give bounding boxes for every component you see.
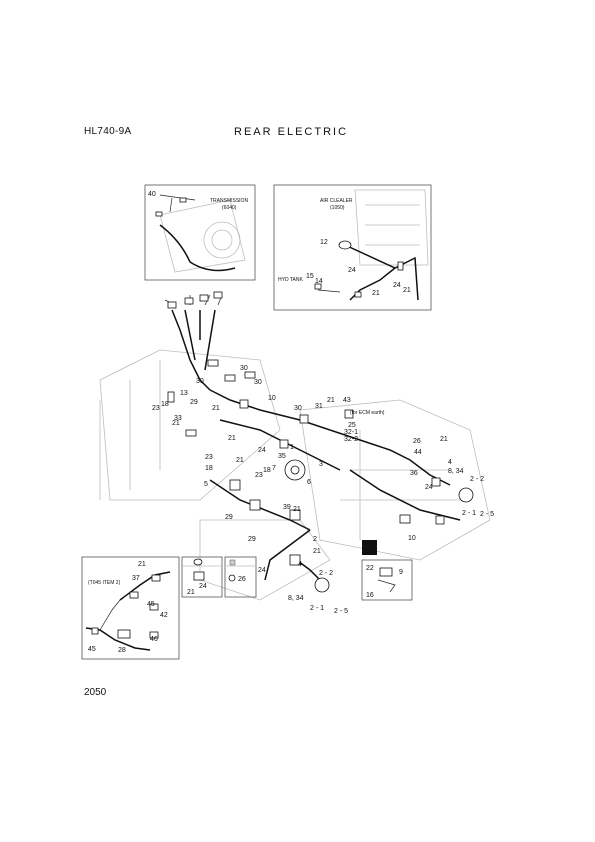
inset-harness-detail: 21 (T045 ITEM 2) 37 45 42 46 45 28 xyxy=(81,556,180,660)
label-30-a: 30 xyxy=(196,378,204,385)
label-transmission: TRANSMISSION xyxy=(210,198,248,204)
label-hyd-tank: HYD TANK xyxy=(278,277,303,283)
label-7: 7 xyxy=(272,465,276,472)
label-18-a: 18 xyxy=(161,401,169,408)
label-40: 40 xyxy=(148,191,156,198)
label-30-b: 30 xyxy=(240,365,248,372)
label-4-b: 4 xyxy=(448,459,452,466)
label-37: 37 xyxy=(132,575,140,582)
label-24-b: 24 xyxy=(393,282,401,289)
label-1: 1 xyxy=(290,444,294,451)
label-2-2-b: 2 - 2 xyxy=(470,476,484,483)
label-29-b: 29 xyxy=(225,514,233,521)
label-42: 42 xyxy=(160,612,168,619)
label-23-c: 23 xyxy=(255,472,263,479)
label-26-a: 26 xyxy=(413,438,421,445)
label-24-a: 24 xyxy=(348,267,356,274)
label-29-a: 29 xyxy=(190,399,198,406)
label-2-1-a: 2 - 1 xyxy=(310,605,324,612)
label-21-j: 21 xyxy=(440,436,448,443)
right-labels: 26 21 44 4 8, 34 36 24 2 - 2 2 - 1 2 - 5… xyxy=(408,436,494,542)
label-23-b: 23 xyxy=(205,454,213,461)
main-labels: 30 30 30 13 23 18 29 21 33 10 30 31 21 4… xyxy=(152,365,385,615)
label-10-b: 10 xyxy=(408,535,416,542)
label-35: 35 xyxy=(278,453,286,460)
label-10-a: 10 xyxy=(268,395,276,402)
label-t045-ref: (T045 ITEM 2) xyxy=(88,580,121,586)
label-18-c: 18 xyxy=(263,467,271,474)
label-33: 33 xyxy=(174,415,182,422)
label-18-b: 18 xyxy=(205,465,213,472)
section-marker xyxy=(362,540,377,555)
label-21-a: 21 xyxy=(372,290,380,297)
label-32-1: 32-1 xyxy=(344,429,358,436)
label-22: 22 xyxy=(366,565,374,572)
label-24-f: 24 xyxy=(199,583,207,590)
label-30-c: 30 xyxy=(254,379,262,386)
label-30-d: 30 xyxy=(294,405,302,412)
label-2-1-b: 2 - 1 xyxy=(462,510,476,517)
page-number: 2050 xyxy=(84,687,107,698)
label-21-i: 21 xyxy=(313,548,321,555)
label-21-e: 21 xyxy=(228,435,236,442)
inset-air-cleaner: AIR CLEALER (1050) 12 15 14 HYD TANK 24 … xyxy=(273,184,432,311)
label-24-d: 24 xyxy=(258,567,266,574)
label-3: 3 xyxy=(319,461,323,468)
label-8-34-a: 8, 34 xyxy=(288,595,304,602)
model-number: HL740-9A xyxy=(84,126,132,137)
label-39: 39 xyxy=(283,504,291,511)
label-14: 14 xyxy=(315,278,323,285)
label-45-b: 45 xyxy=(88,646,96,653)
label-44: 44 xyxy=(414,449,422,456)
label-air-cleaner-ref: (1050) xyxy=(330,205,345,211)
label-2-5-b: 2 - 5 xyxy=(480,511,494,518)
label-16: 16 xyxy=(366,592,374,599)
label-5: 5 xyxy=(204,481,208,488)
label-4-a: 4 xyxy=(298,561,302,568)
label-24-e: 24 xyxy=(425,484,433,491)
label-29-c: 29 xyxy=(248,536,256,543)
label-21-l: 21 xyxy=(187,589,195,596)
label-32-2: 32-2 xyxy=(344,436,358,443)
label-26-b: 26 xyxy=(238,576,246,583)
label-9: 9 xyxy=(399,569,403,576)
label-2-2-a: 2 - 2 xyxy=(319,570,333,577)
inset-transmission: 40 TRANSMISSION (6040) xyxy=(144,184,256,281)
label-2-a: 2 xyxy=(313,536,317,543)
inset-fitting-a: 21 24 xyxy=(181,556,223,598)
main-harness xyxy=(164,291,474,593)
label-31: 31 xyxy=(315,403,323,410)
label-ecm-earth: (for ECM earth) xyxy=(350,410,385,416)
page-title: REAR ELECTRIC xyxy=(234,126,349,138)
label-21-f: 21 xyxy=(172,420,180,427)
label-air-cleaner: AIR CLEALER xyxy=(320,198,353,204)
label-25: 25 xyxy=(348,422,356,429)
label-24-c: 24 xyxy=(258,447,266,454)
label-21-g: 21 xyxy=(236,457,244,464)
inset-fitting-b: 26 xyxy=(224,556,257,598)
label-8-34-b: 8, 34 xyxy=(448,468,464,475)
label-6: 6 xyxy=(307,479,311,486)
label-2-5-a: 2 - 5 xyxy=(334,608,348,615)
inset-bracket: 22 9 16 xyxy=(361,559,413,601)
label-21-k: 21 xyxy=(138,561,146,568)
label-43: 43 xyxy=(343,397,351,404)
label-28: 28 xyxy=(118,647,126,654)
label-46: 46 xyxy=(150,636,158,643)
machine-outline xyxy=(99,349,491,601)
label-12: 12 xyxy=(320,239,328,246)
label-36: 36 xyxy=(410,470,418,477)
label-23-a: 23 xyxy=(152,405,160,412)
label-45-a: 45 xyxy=(147,601,155,608)
label-15: 15 xyxy=(306,273,314,280)
label-transmission-ref: (6040) xyxy=(222,205,237,211)
label-21-b: 21 xyxy=(403,287,411,294)
label-21-d: 21 xyxy=(327,397,335,404)
label-21-h: 21 xyxy=(293,506,301,513)
label-13: 13 xyxy=(180,390,188,397)
label-21-c: 21 xyxy=(212,405,220,412)
